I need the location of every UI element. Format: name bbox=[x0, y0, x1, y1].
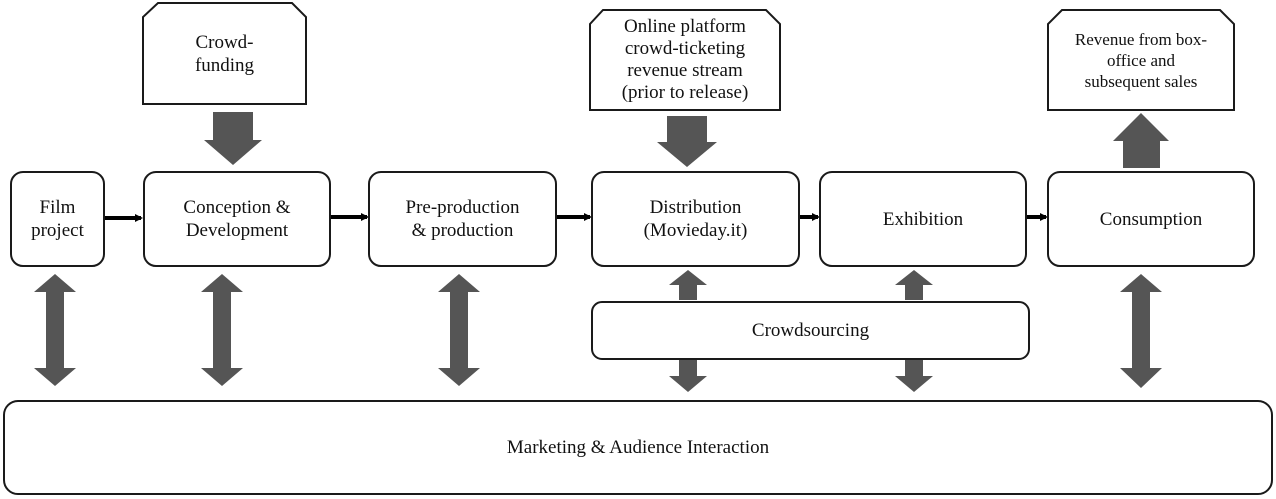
crowdfunding-callout: Crowd- funding bbox=[143, 3, 306, 104]
conception-box: Conception & Development bbox=[143, 171, 331, 267]
preproduction-marketing-double-arrow bbox=[438, 274, 480, 386]
revenue-line-2: office and bbox=[1106, 50, 1176, 70]
film-marketing-double-arrow bbox=[34, 274, 76, 386]
conception-line-1: Conception & bbox=[183, 197, 291, 218]
revenue-line-1: Revenue from box- bbox=[1074, 29, 1208, 49]
preproduction-line-2: & production bbox=[411, 220, 514, 241]
distribution-crowdsourcing-double-arrow-top bbox=[669, 270, 707, 300]
conception-line-2: Development bbox=[185, 220, 289, 241]
consumption-marketing-double-arrow bbox=[1120, 274, 1162, 388]
consumption-label: Consumption bbox=[1099, 208, 1203, 230]
crowdfunding-callout-shape bbox=[142, 2, 307, 105]
crowd-ticketing-line-2: crowd-ticketing bbox=[624, 38, 746, 59]
crowdfunding-down-arrow bbox=[204, 112, 262, 165]
distribution-crowdsourcing-double-arrow-bottom bbox=[669, 360, 707, 392]
crowdfunding-line-2: funding bbox=[194, 54, 255, 76]
crowd-ticketing-line-3: revenue stream bbox=[627, 60, 743, 81]
crowd-ticketing-callout: Online platform crowd-ticketing revenue … bbox=[590, 10, 780, 110]
exhibition-crowdsourcing-double-arrow-top bbox=[895, 270, 933, 300]
revenue-up-arrow bbox=[1113, 113, 1169, 168]
consumption-box: Consumption bbox=[1047, 171, 1255, 267]
film-project-line-1: Film bbox=[39, 197, 76, 218]
distribution-line-2: (Movieday.it) bbox=[643, 220, 748, 241]
crowd-ticketing-down-arrow bbox=[657, 116, 717, 167]
crowdfunding-line-1: Crowd- bbox=[195, 31, 254, 53]
revenue-callout: Revenue from box- office and subsequent … bbox=[1048, 10, 1234, 110]
crowd-ticketing-callout-shape bbox=[589, 9, 781, 111]
film-project-line-2: project bbox=[31, 220, 84, 241]
revenue-callout-shape bbox=[1047, 9, 1235, 111]
crowd-ticketing-line-4: (prior to release) bbox=[621, 82, 749, 103]
exhibition-crowdsourcing-double-arrow-bottom bbox=[895, 360, 933, 392]
film-project-box: Film project bbox=[10, 171, 105, 267]
exhibition-box: Exhibition bbox=[819, 171, 1027, 267]
marketing-box: Marketing & Audience Interaction bbox=[3, 400, 1273, 495]
exhibition-label: Exhibition bbox=[882, 208, 964, 230]
marketing-label: Marketing & Audience Interaction bbox=[506, 437, 770, 458]
crowdsourcing-label: Crowdsourcing bbox=[751, 320, 870, 341]
crowd-ticketing-line-1: Online platform bbox=[624, 16, 746, 37]
preproduction-line-1: Pre-production bbox=[405, 197, 520, 218]
conception-marketing-double-arrow bbox=[201, 274, 243, 386]
preproduction-box: Pre-production & production bbox=[368, 171, 557, 267]
revenue-line-3: subsequent sales bbox=[1084, 71, 1198, 91]
crowdsourcing-box: Crowdsourcing bbox=[591, 301, 1030, 360]
distribution-box: Distribution (Movieday.it) bbox=[591, 171, 800, 267]
distribution-line-1: Distribution bbox=[649, 197, 742, 218]
